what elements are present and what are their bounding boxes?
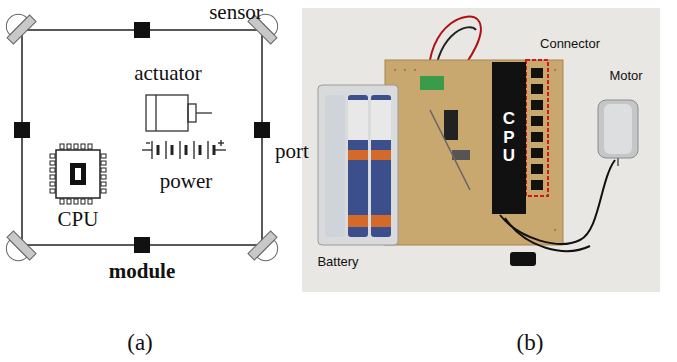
battery-label: Battery [317, 255, 358, 269]
motor-label: Motor [609, 69, 642, 83]
sensor-label: sensor [209, 1, 263, 24]
module-label: module [109, 260, 176, 283]
cpu-label: CPU [58, 208, 99, 231]
panel-label: (b) [517, 330, 544, 355]
connector-label: Connector [540, 37, 600, 51]
chip-text: CPU [501, 110, 518, 166]
cpu-chip: CPU [492, 62, 526, 214]
power-label: power [160, 170, 212, 193]
port-label: port [275, 140, 309, 163]
actuator-label: actuator [134, 62, 202, 85]
panel-label: (a) [127, 330, 153, 355]
